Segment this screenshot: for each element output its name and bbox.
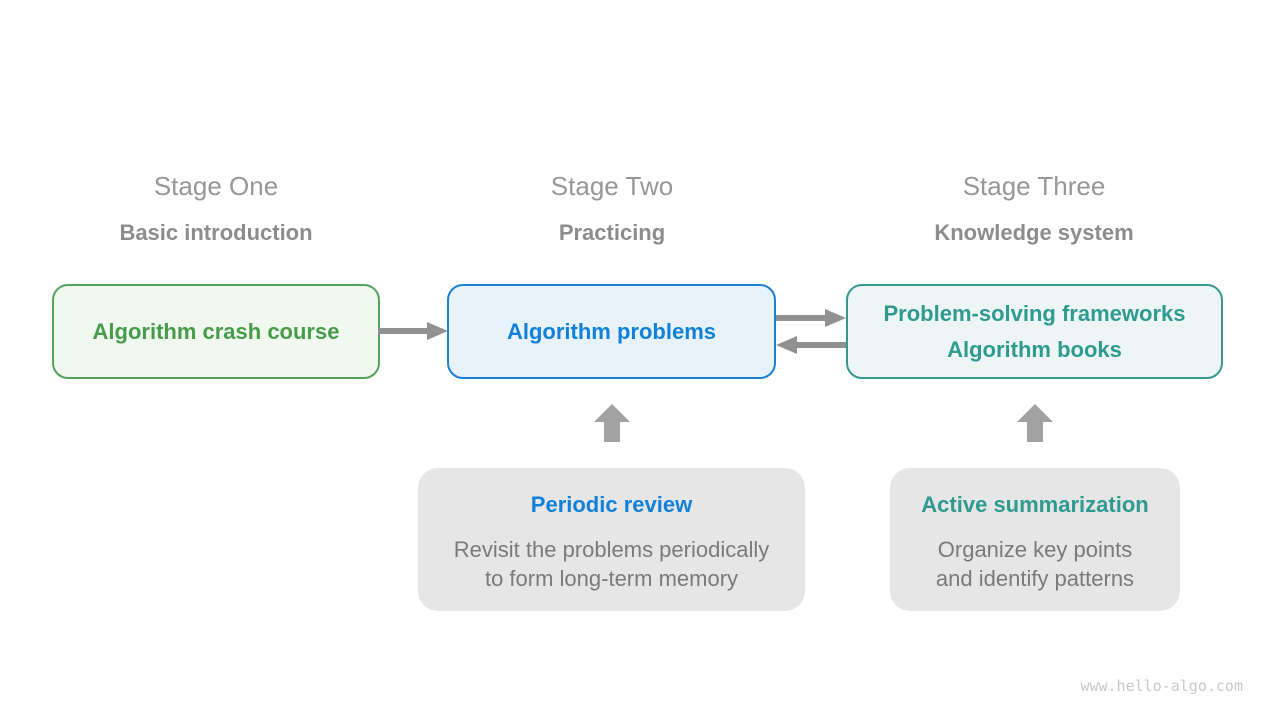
stage-two-subtitle: Practicing <box>558 220 666 245</box>
stage-one-subtitle: Basic introduction <box>119 220 313 245</box>
periodic-review-title: Periodic review <box>530 492 693 517</box>
arrow-stage2-to-stage3-icon <box>776 309 846 327</box>
stage-two-title: Stage Two <box>550 171 674 201</box>
active-summarization-title: Active summarization <box>921 492 1149 517</box>
periodic-review-body: Revisit the problems periodically to for… <box>454 535 769 593</box>
arrow-stage3-to-stage2-icon <box>776 336 846 354</box>
stage-two-box: Algorithm problems <box>447 284 776 379</box>
watermark-url: www.hello-algo.com <box>1080 677 1243 695</box>
periodic-review-body-line1: Revisit the problems periodically <box>453 537 770 562</box>
stage-one-box-label: Algorithm crash course <box>92 318 340 344</box>
active-summarization-note: Active summarization Organize key points… <box>890 468 1180 611</box>
active-summarization-body: Organize key points and identify pattern… <box>936 535 1134 593</box>
stage-three-box-label-line2: Algorithm books <box>947 336 1122 362</box>
stage-three-subtitle: Knowledge system <box>934 220 1134 245</box>
periodic-review-note: Periodic review Revisit the problems per… <box>418 468 805 611</box>
arrow-stage1-to-stage2-icon <box>378 322 448 340</box>
stage-three-box-label-line1: Problem-solving frameworks <box>883 300 1186 326</box>
stage-three-title: Stage Three <box>962 171 1106 201</box>
stage-one-title: Stage One <box>153 171 279 201</box>
up-arrow-periodic-review-icon <box>594 404 630 442</box>
stage-three-box: Problem-solving frameworks Algorithm boo… <box>846 284 1223 379</box>
stage-one-box: Algorithm crash course <box>52 284 380 379</box>
periodic-review-body-line2: to form long-term memory <box>484 566 739 591</box>
active-summarization-body-line1: Organize key points <box>937 537 1133 562</box>
up-arrow-active-summarization-icon <box>1017 404 1053 442</box>
stage-two-box-label: Algorithm problems <box>506 318 716 344</box>
active-summarization-body-line2: and identify patterns <box>935 566 1135 591</box>
